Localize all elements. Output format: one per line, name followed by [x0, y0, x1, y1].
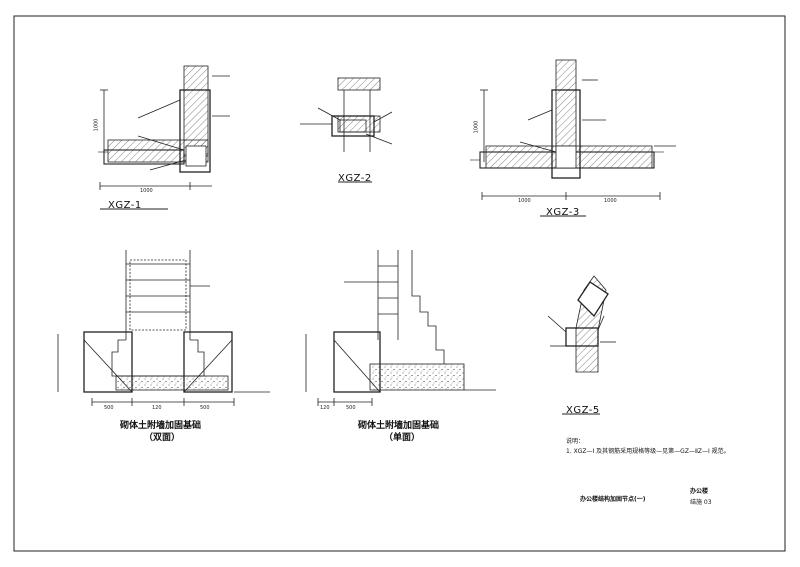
- foundation-caption-single: 砌体土附墙加固基础: [358, 421, 440, 431]
- title-block-sheet-title: 办公楼结构加固节点(一): [580, 496, 646, 503]
- title-block-company: 办公楼: [690, 488, 709, 495]
- detail-title-xgz2: XGZ-2: [338, 173, 372, 184]
- dim-fd-b: 120: [152, 405, 162, 411]
- notes-heading: 说明：: [566, 438, 585, 445]
- notes-line-1: 1. XGZ—Ⅰ 及其钢筋采用规格等级—见第—GZ—ⅡZ—Ⅰ 规范。: [566, 448, 730, 455]
- detail-xgz2: [300, 77, 393, 183]
- dim-fs-b: 500: [346, 405, 356, 411]
- foundation-caption-double: 砌体土附墙加固基础: [120, 421, 202, 431]
- dim-xgz3-width-1: 1000: [518, 198, 531, 204]
- sheet-border: [13, 15, 786, 552]
- dim-fd-a: 500: [104, 405, 114, 411]
- detail-title-xgz3: XGZ-3: [546, 207, 580, 218]
- detail-xgz1: [99, 65, 230, 210]
- detail-foundation-double: [57, 250, 270, 406]
- foundation-sub-double: （双面）: [144, 433, 181, 443]
- title-block-sheet-no: 结施 03: [690, 499, 712, 506]
- dim-xgz1-height: 1000: [93, 118, 100, 132]
- detail-xgz3: [479, 59, 676, 217]
- dim-fd-c: 500: [200, 405, 210, 411]
- dim-xgz3-width-2: 1000: [604, 198, 617, 204]
- detail-title-xgz1: XGZ-1: [108, 200, 142, 211]
- dim-xgz1-width: 1000: [140, 188, 153, 194]
- foundation-sub-single: （单面）: [384, 433, 421, 443]
- dim-xgz3-height: 1000: [473, 120, 480, 134]
- detail-foundation-single: [305, 250, 496, 406]
- detail-xgz5: [547, 275, 616, 415]
- dim-fs-a: 120: [320, 405, 330, 411]
- break-lines: [98, 151, 664, 161]
- detail-title-xgz5: XGZ-5: [566, 405, 600, 416]
